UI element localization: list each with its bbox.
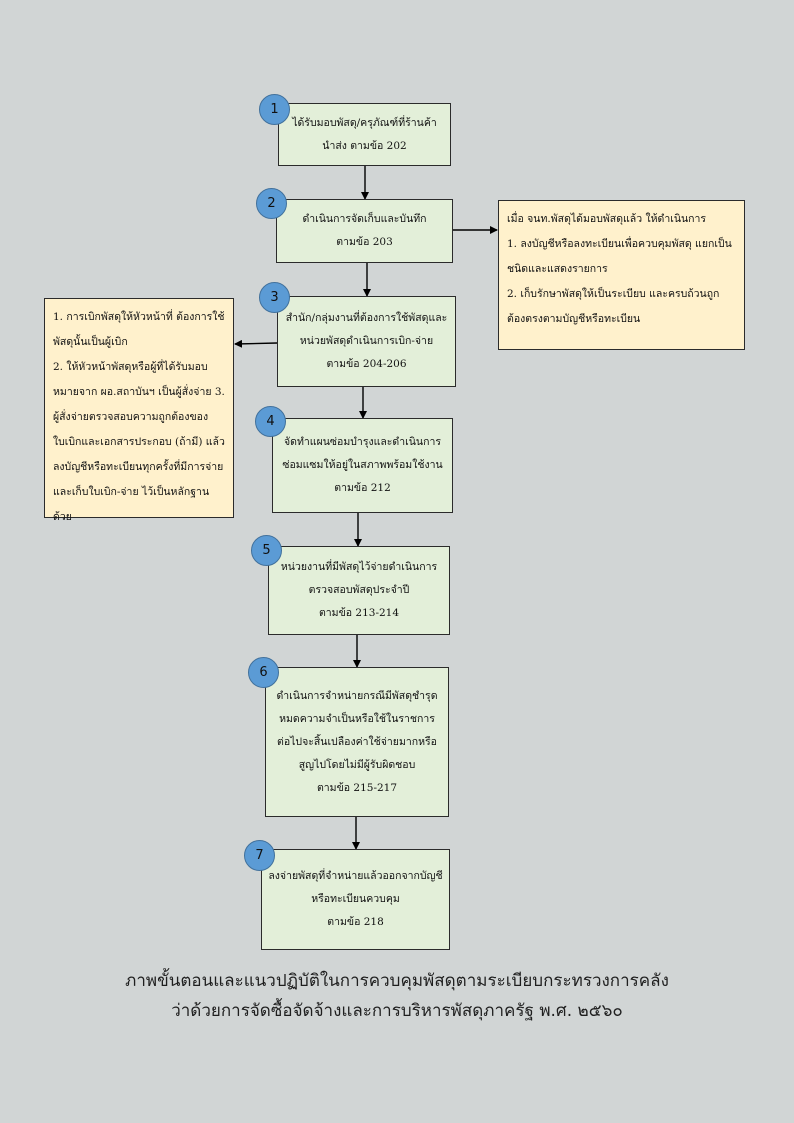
- step-4-line: ซ่อมแซมให้อยู่ในสภาพพร้อมใช้งาน: [282, 459, 443, 471]
- step-2-box: ดำเนินการจัดเก็บและบันทึก ตามข้อ 203: [276, 199, 453, 263]
- step-1-box: ได้รับมอบพัสดุ/ครุภัณฑ์ที่ร้านค้า นำส่ง …: [278, 103, 451, 166]
- step-5-line: ตรวจสอบพัสดุประจำปี: [308, 584, 410, 596]
- step-5-line: ตามข้อ 213-214: [318, 607, 400, 619]
- arrow-3-left-note: [234, 339, 278, 348]
- step-5-box: หน่วยงานที่มีพัสดุไว้จ่ายดำเนินการ ตรวจส…: [268, 546, 450, 635]
- step-3-line: ตามข้อ 204-206: [326, 358, 407, 370]
- note-right-box: เมื่อ จนท.พัสดุได้มอบพัสดุแล้ว ให้ดำเนิน…: [498, 200, 745, 350]
- step-6-box: ดำเนินการจำหน่ายกรณีมีพัสดุชำรุด หมดความ…: [265, 667, 449, 817]
- step-2-line: ดำเนินการจัดเก็บและบันทึก: [302, 213, 427, 225]
- step-7-box: ลงจ่ายพัสดุที่จำหน่ายแล้วออกจากบัญชี หรื…: [261, 849, 450, 950]
- figure-caption: ภาพขั้นตอนและแนวปฏิบัติในการควบคุมพัสดุต…: [0, 966, 794, 1026]
- step-5-line: หน่วยงานที่มีพัสดุไว้จ่ายดำเนินการ: [280, 561, 438, 573]
- note-left-box: 1. การเบิกพัสดุให้หัวหน้าที่ ต้องการใช้พ…: [44, 298, 234, 523]
- step-1-line: ได้รับมอบพัสดุ/ครุภัณฑ์ที่ร้านค้า: [292, 116, 437, 129]
- step-number-badge: 6: [248, 657, 279, 688]
- step-number-badge: 5: [251, 535, 282, 566]
- step-2-line: ตามข้อ 203: [336, 236, 393, 248]
- step-number-badge: 3: [259, 282, 290, 313]
- step-7-line: หรือทะเบียนควบคุม: [311, 893, 400, 905]
- step-number-badge: 2: [256, 188, 287, 219]
- note-right-line: 1. ลงบัญชีหรือลงทะเบียนเพื่อควบคุมพัสดุ …: [507, 238, 732, 275]
- step-number-badge: 7: [244, 840, 275, 871]
- step-6-line: ดำเนินการจำหน่ายกรณีมีพัสดุชำรุด: [276, 689, 438, 702]
- note-left-line: 2. ให้หัวหน้าพัสดุหรือผู้ที่ได้รับมอบหมา…: [53, 361, 225, 523]
- step-6-line: ต่อไปจะสิ้นเปลืองค่าใช้จ่ายมากหรือ: [277, 735, 437, 748]
- step-3-box: สำนัก/กลุ่มงานที่ต้องการใช้พัสดุและ หน่ว…: [277, 296, 456, 387]
- step-7-line: ลงจ่ายพัสดุที่จำหน่ายแล้วออกจากบัญชี: [268, 870, 443, 882]
- note-right-line: เมื่อ จนท.พัสดุได้มอบพัสดุแล้ว ให้ดำเนิน…: [507, 213, 707, 225]
- note-right-line: 2. เก็บรักษาพัสดุให้เป็นระเบียบ และครบถ้…: [507, 288, 720, 325]
- step-number-badge: 4: [255, 406, 286, 437]
- caption-line-1: ภาพขั้นตอนและแนวปฏิบัติในการควบคุมพัสดุต…: [125, 971, 669, 991]
- step-1-line: นำส่ง ตามข้อ 202: [322, 139, 407, 152]
- step-7-line: ตามข้อ 218: [327, 916, 384, 928]
- caption-line-2: ว่าด้วยการจัดซื้อจัดจ้างและการบริหารพัสด…: [171, 1001, 623, 1021]
- note-left-line: 1. การเบิกพัสดุให้หัวหน้าที่ ต้องการใช้พ…: [53, 311, 225, 348]
- step-3-line: สำนัก/กลุ่มงานที่ต้องการใช้พัสดุและ: [285, 312, 448, 324]
- step-3-line: หน่วยพัสดุดำเนินการเบิก-จ่าย: [299, 335, 434, 347]
- step-4-line: ตามข้อ 212: [334, 482, 391, 494]
- step-6-line: ตามข้อ 215-217: [316, 781, 398, 794]
- step-number-badge: 1: [259, 94, 290, 125]
- step-6-line: หมดความจำเป็นหรือใช้ในราชการ: [279, 712, 435, 725]
- step-4-line: จัดทำแผนซ่อมบำรุงและดำเนินการ: [284, 436, 441, 448]
- step-4-box: จัดทำแผนซ่อมบำรุงและดำเนินการ ซ่อมแซมให้…: [272, 418, 453, 513]
- step-6-line: สูญไปโดยไม่มีผู้รับผิดชอบ: [298, 758, 416, 771]
